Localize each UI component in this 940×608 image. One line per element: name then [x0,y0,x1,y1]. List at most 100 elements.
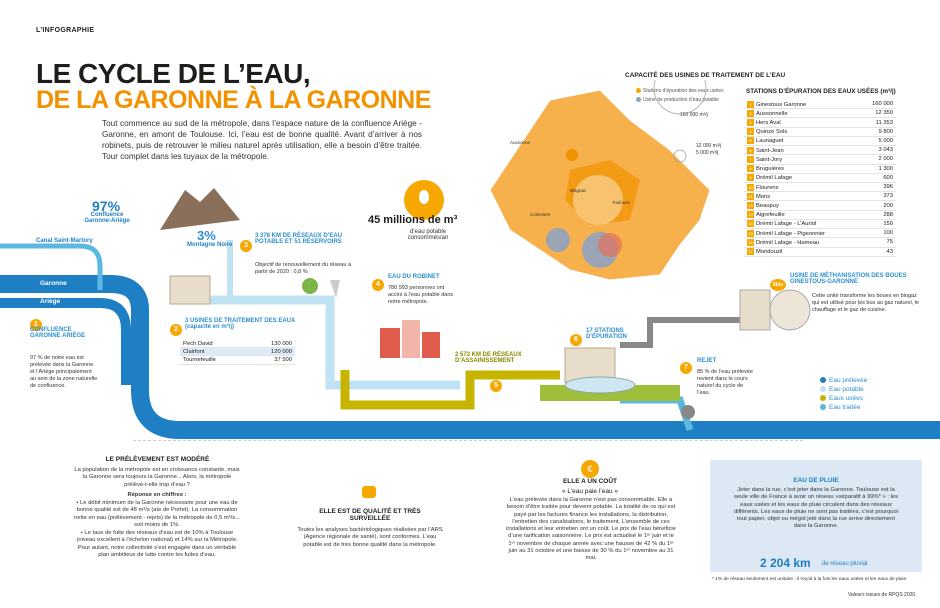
step-2-badge: 2 [170,318,182,336]
map-legend-epuration: Stations d’épuration des eaux usées [636,88,724,94]
canal-label: Canal Saint-Martory [36,238,93,244]
qualite-title: ELLE EST DE QUALITÉ ET TRÈS SURVEILLÉE [319,508,421,522]
step-7-badge: 7 [680,356,692,374]
map-scale-160: 160 000 m³/j [680,112,708,118]
cout-sub: « L’eau paie l’eau » [561,488,619,495]
drop-value: 45 millions de m³ [368,214,458,226]
pluie-note: * 1% de réseau seulement est unitaire : … [712,577,908,582]
title-line-2: DE LA GARONNE À LA GARONNE [36,86,431,114]
canal-pipe [0,243,103,290]
step-3-text: Objectif de renouvellement du réseau à p… [255,262,352,275]
eau-prelevee-pipe [0,275,940,439]
prelevement-title: LE PRÉLÈVEMENT EST MODÉRÉ [105,456,210,463]
step-6bis-badge: 6bis [770,273,786,291]
montagne-noire-illustration [160,188,240,230]
step-3-badge: 3 [240,234,252,252]
step-4-badge: 4 [372,273,384,291]
cout-text: L’eau prélevée dans la Garonne n’est pas… [506,497,676,562]
ville-batiments [380,328,400,358]
step-6-title: 17 STATIONS D’ÉPURATION [586,328,627,340]
step-6-badge: 6 [570,328,582,346]
usine-traitement [169,275,211,305]
step-6bis-title: USINE DE MÉTHANISATION DES BOUES GINESTO… [790,273,907,285]
cout-title: ELLE A UN COÛT [562,478,618,485]
ariege-pipe [0,298,131,385]
eau-de-pluie-box [710,460,922,572]
legend-item: Eaux usées [820,395,867,402]
water-cycle-illustration [0,188,940,439]
step-3-title: 3 378 KM DE RÉSEAUX D’EAU POTABLE ET 51 … [255,233,343,245]
boues-pipe [620,317,740,348]
step-4-title: EAU DU ROBINET [388,274,440,280]
pct-montagne: 3% [197,228,216,243]
kicker: L’INFOGRAPHIE [36,27,95,34]
step-1-badge: 1 [30,313,42,331]
flow-legend: Eau prélevée Eau potable Eaux usées Eau … [820,377,867,413]
qualite-text: Toutes les analyses bactériologiques réa… [297,527,443,548]
bassin-epuration [564,376,636,394]
step-4-text: 780 993 personnes ont accès à l’eau pota… [388,285,454,305]
prelevement-sub: Réponse en chiffres : [127,492,187,498]
legend-item: Eau traitée [820,404,867,411]
step-1-text: 97 % de notre eau est prélevée dans la G… [30,355,98,389]
map-commune-label: Colomiers [530,212,551,217]
step-1-title: CONFLUENCE GARONNE ARIÈGE [30,327,86,339]
thumbs-up-icon [362,486,376,498]
step-7-text: 85 % de l’eau prélevée revient dans le c… [697,369,753,396]
eau-potable-pipe [200,295,460,390]
step-7-title: REJET [697,358,717,364]
map-legend-production: Usine de production d’eau potable [636,97,719,103]
title-line-1: LE CYCLE DE L’EAU, [36,58,311,89]
map-commune-label: Toulouse [612,200,631,205]
prelevement-p3: • Le taux de fuite des réseaux d’eau est… [76,530,238,558]
intro-paragraph: Tout commence au sud de la métropole, da… [102,119,422,161]
drop-label: d’eau potable consommés/an [407,229,449,241]
map-scale-5: 5 000 m³/j [696,150,719,156]
river-ariege-label: Ariège [40,298,61,305]
rejet-outlet [681,405,695,419]
water-drop-icon [404,180,444,220]
usine-methanisation [739,289,771,331]
prelevement-p1: La population de la métropole est en cro… [74,467,240,488]
pct-montagne-label: Montagne Noire [187,242,233,248]
euro-icon: € [581,460,599,478]
step-6bis-text: Cette unité transforme les boues en biog… [812,293,920,313]
legend-item: Eau potable [820,386,867,393]
pct-confluence-label: Confluence Garonne-Ariège [84,212,130,224]
stations-title: STATIONS D’ÉPURATION DES EAUX USÉES (m³/… [746,88,896,95]
source-note: Valeurs issues de RPQS 2020. [848,592,917,598]
pluie-km: 2 204 km [760,556,811,570]
pluie-text: Jeter dans la rue, c’est jeter dans la G… [733,487,899,530]
map-scale-12: 12 000 m³/j [696,143,722,149]
map-title: CAPACITÉ DES USINES DE TRAITEMENT DE L’E… [625,72,786,79]
prelevement-p2: • Le débit minimum de la Garonne nécessa… [74,500,240,528]
metropole-map [489,80,711,281]
eaux-usees-pipe [340,370,560,410]
map-commune-label: Aussonne [510,140,531,145]
pluie-km-label: de réseau pluvial [822,561,868,567]
pluie-title: EAU DE PLUIE [793,477,839,484]
step-5-title: 2 573 KM DE RÉSEAUX D’ASSAINISSEMENT [455,352,522,364]
